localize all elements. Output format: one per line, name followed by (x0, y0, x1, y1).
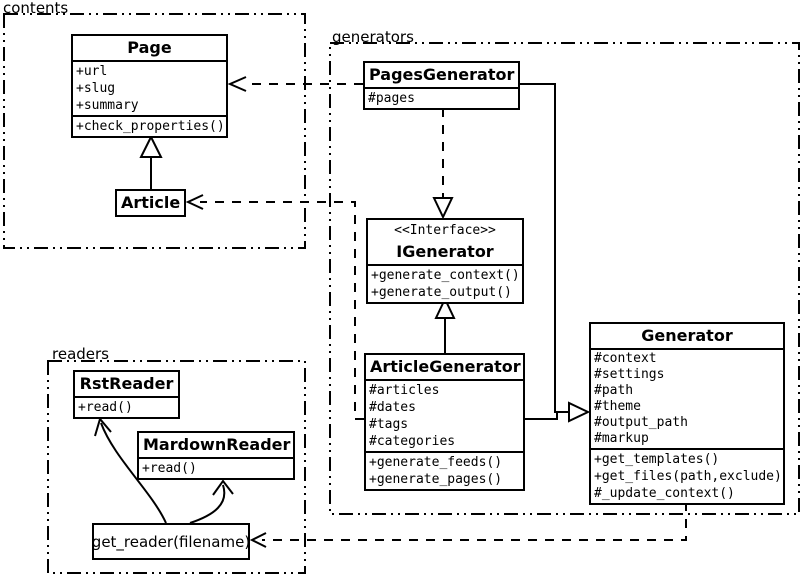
rstreader-methods: +read() (75, 396, 178, 417)
attribute: #markup (594, 431, 649, 446)
generalization-article-page-triangle-icon (139, 134, 163, 158)
arrow-getreader-rstreader-head-icon (94, 416, 112, 437)
page-methods: +check_properties() (73, 115, 226, 136)
arrow-getreader-markdownreader-head-icon (212, 479, 234, 496)
package-frame-generators (329, 42, 800, 515)
class-title-pagesgenerator: PagesGenerator (369, 65, 515, 84)
attribute: +url (76, 64, 108, 79)
attribute: #output_path (594, 415, 688, 430)
generalization-articlegenerator-generator-line (525, 412, 558, 420)
get-reader-label: get_reader(filename) (91, 532, 251, 551)
dependency-pagesgenerator-page-arrow-icon (227, 76, 247, 92)
attribute: #settings (594, 367, 665, 382)
arrow-getreader-markdownreader-line (189, 484, 226, 524)
generator-attributes: #context #settings #path #theme #output_… (591, 348, 783, 448)
page-attributes: +url +slug +summary (73, 60, 226, 115)
attribute: #theme (594, 399, 641, 414)
class-title-markdownreader: MardownReader (143, 435, 291, 454)
class-title-page: Page (127, 38, 172, 57)
realization-pagesgenerator-igenerator-triangle-icon (432, 197, 454, 220)
attribute: #dates (369, 400, 416, 415)
method: +read() (142, 461, 197, 476)
class-title-article: Article (121, 193, 181, 212)
class-box-igenerator: <<Interface>> IGenerator +generate_conte… (366, 218, 524, 304)
class-box-article: Article (115, 189, 186, 217)
generalization-generator-triangle-icon (568, 401, 591, 423)
attribute: +slug (76, 81, 116, 96)
attribute: #articles (369, 383, 440, 398)
package-label-readers: readers (52, 345, 109, 363)
attribute: #path (594, 383, 634, 398)
method: +generate_feeds() (369, 455, 503, 470)
method: +get_files(path,exclude) (594, 469, 782, 484)
method: +get_templates() (594, 452, 720, 467)
pagesgenerator-attributes: #pages (365, 87, 518, 108)
dependency-generator-getreader-arrow-icon (249, 532, 267, 548)
class-box-page: Page +url +slug +summary +check_properti… (71, 34, 228, 138)
attribute: #pages (368, 91, 415, 106)
articlegenerator-attributes: #articles #dates #tags #categories (366, 379, 523, 451)
class-box-pagesgenerator: PagesGenerator #pages (363, 61, 520, 110)
class-title-generator: Generator (641, 326, 733, 345)
generalization-articlegenerator-igenerator-triangle-icon (434, 296, 456, 319)
attribute: #tags (369, 417, 409, 432)
class-box-generator: Generator #context #settings #path #them… (589, 322, 785, 505)
markdownreader-methods: +read() (139, 457, 293, 478)
class-box-rstreader: RstReader +read() (73, 370, 180, 419)
attribute: #categories (369, 434, 456, 449)
package-frame-readers (47, 360, 306, 574)
function-box-get-reader: get_reader(filename) (92, 523, 250, 560)
class-title-rstreader: RstReader (79, 374, 174, 393)
method: #_update_context() (594, 486, 735, 501)
class-box-markdownreader: MardownReader +read() (137, 431, 295, 480)
class-box-articlegenerator: ArticleGenerator #articles #dates #tags … (364, 353, 525, 491)
dependency-generator-getreader-line (262, 502, 687, 541)
attribute: #context (594, 351, 657, 366)
dependency-articlegenerator-article-arrow-icon (185, 194, 204, 210)
generalization-pagesgenerator-generator-line (520, 83, 569, 413)
articlegenerator-methods: +generate_feeds() +generate_pages() (366, 451, 523, 489)
dependency-articlegenerator-article-line (200, 201, 364, 420)
method: +read() (78, 400, 133, 415)
method: +check_properties() (76, 119, 225, 134)
igenerator-methods: +generate_context() +generate_output() (368, 264, 522, 302)
igenerator-stereotype: <<Interface>> (394, 223, 496, 238)
method: +generate_output() (371, 285, 512, 300)
generator-methods: +get_templates() +get_files(path,exclude… (591, 448, 783, 503)
package-label-contents: contents (3, 0, 69, 17)
arrow-getreader-rstreader-line (100, 422, 167, 524)
class-title-igenerator: IGenerator (396, 242, 494, 261)
method: +generate_pages() (369, 472, 503, 487)
package-label-generators: generators (332, 28, 414, 46)
method: +generate_context() (371, 268, 520, 283)
class-title-articlegenerator: ArticleGenerator (370, 357, 521, 376)
attribute: +summary (76, 98, 139, 113)
